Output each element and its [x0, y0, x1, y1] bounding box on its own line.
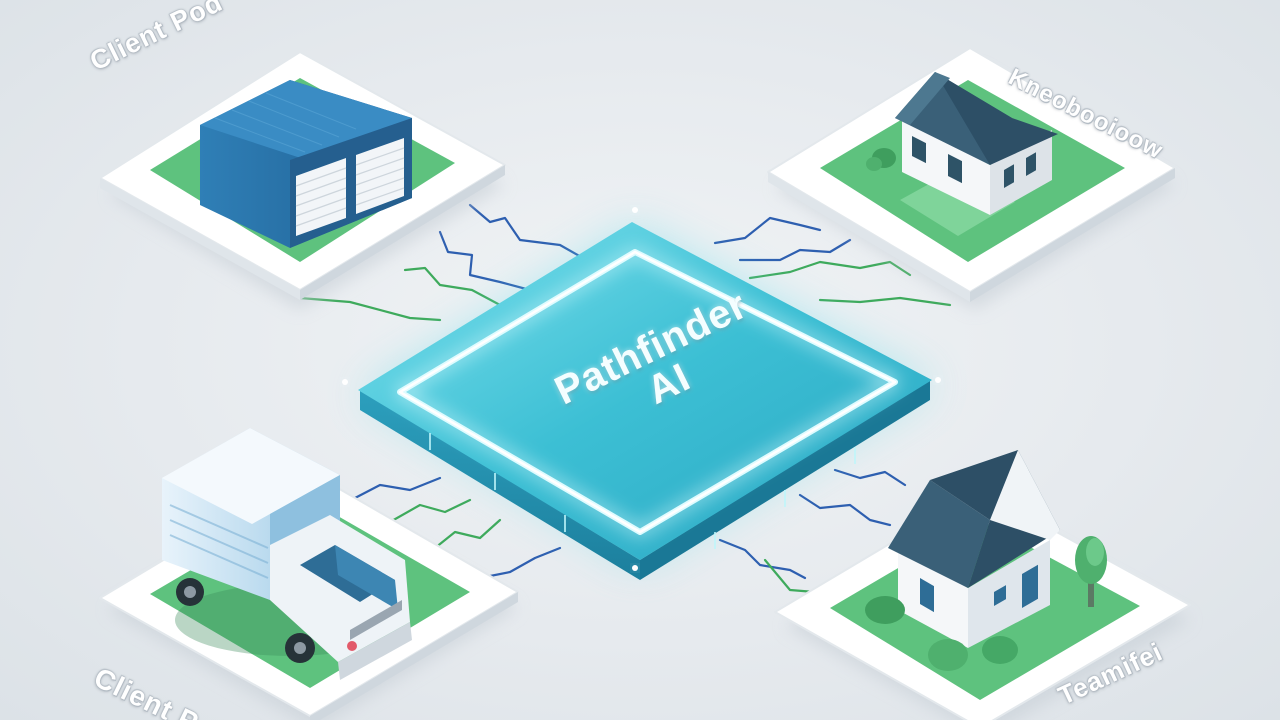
route-line [763, 558, 817, 594]
route-line [818, 296, 952, 307]
route-line [713, 216, 822, 245]
house-top-node [767, 47, 1176, 310]
warehouse-icon [200, 80, 412, 248]
warehouse-node [99, 51, 506, 310]
route-line [718, 538, 807, 580]
route-line [403, 266, 502, 307]
bush-icon [865, 596, 1018, 671]
truck-node [99, 428, 519, 720]
house-icon [895, 72, 1058, 215]
route-line [738, 238, 852, 262]
pathfinder-hub [342, 207, 941, 580]
route-line [833, 468, 907, 487]
route-line [798, 493, 892, 527]
truck-icon [162, 428, 412, 680]
house-icon [888, 450, 1060, 648]
house-bottom-node [774, 450, 1191, 720]
route-line [298, 296, 442, 322]
tree-icon [1075, 536, 1107, 607]
route-lines [298, 203, 952, 594]
route-line [748, 260, 912, 280]
route-line [468, 203, 592, 264]
bush-icon [866, 148, 896, 171]
